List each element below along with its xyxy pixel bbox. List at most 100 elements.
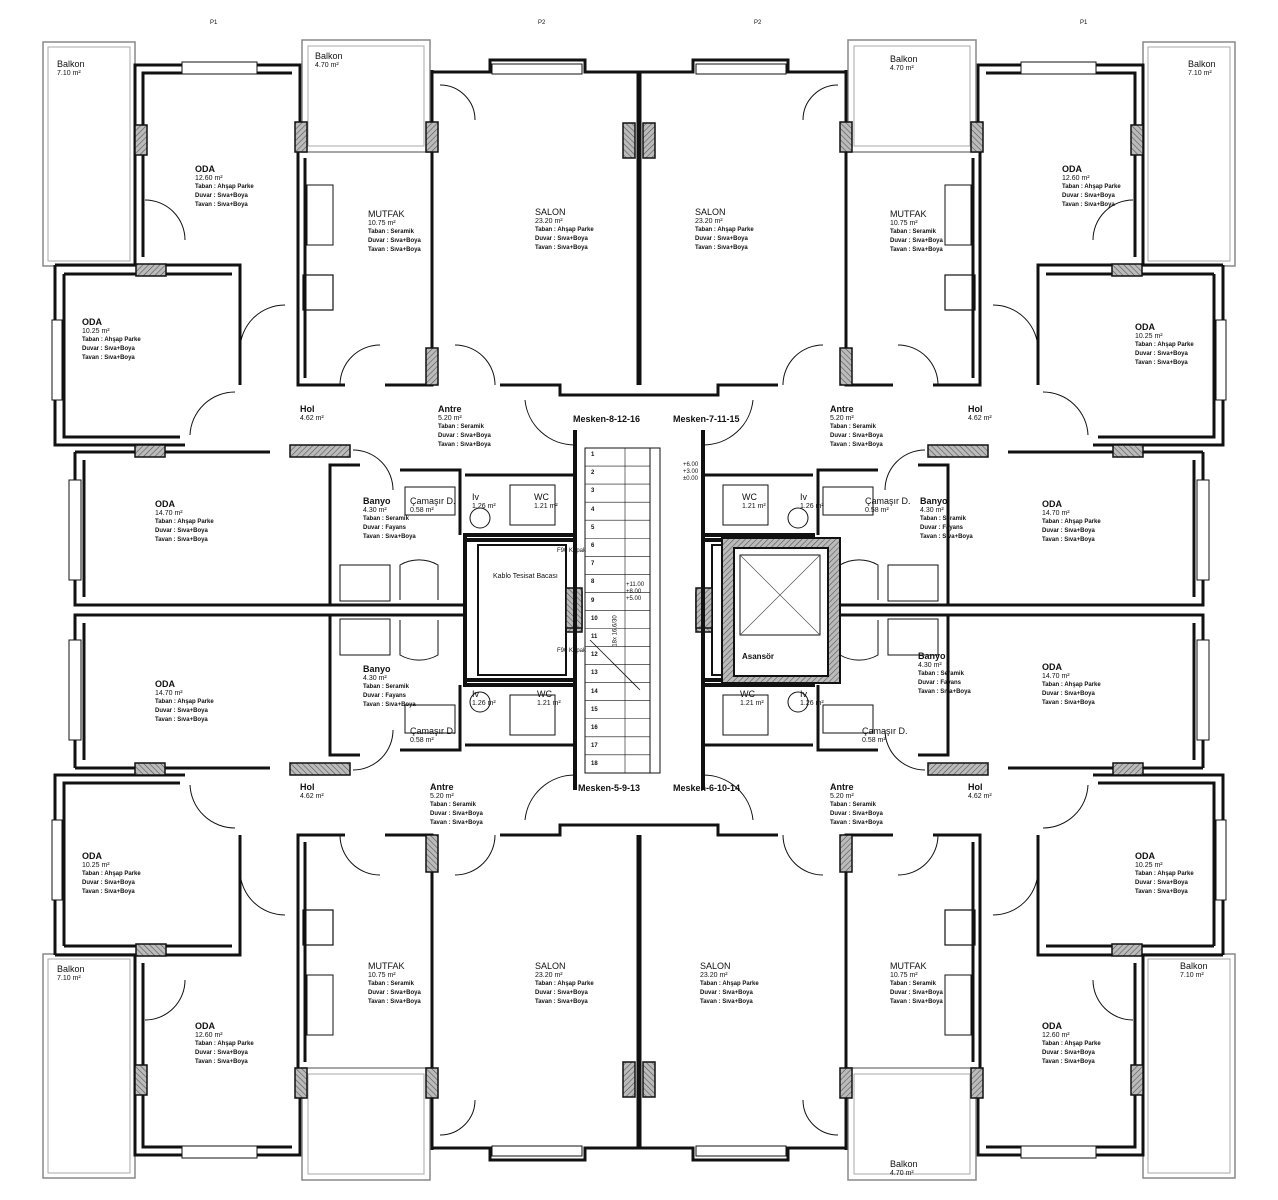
room-name: Banyo: [363, 664, 391, 674]
room-area: 14.70 m²: [1042, 673, 1070, 680]
room-finish: Tavan : Sıva+Boya: [195, 202, 248, 208]
room-area: 12.60 m²: [1062, 175, 1090, 182]
stair-step-number: 3: [591, 488, 595, 495]
room-name: Balkon: [1188, 59, 1216, 69]
room-name: Çamaşır D.: [865, 496, 911, 506]
stair-step-number: 7: [591, 561, 595, 568]
room-area: 5.20 m²: [430, 793, 454, 800]
room-finish: Taban : Seramik: [363, 684, 409, 690]
stair-step-number: 8: [591, 579, 595, 586]
room-finish: Taban : Ahşap Parke: [195, 1041, 254, 1047]
room-finish: Duvar : Sıva+Boya: [535, 236, 588, 242]
room-finish: Tavan : Sıva+Boya: [700, 999, 753, 1005]
room-area: 23.20 m²: [700, 972, 728, 979]
quadrant-bottom-left: [41, 428, 657, 1182]
room-finish: Duvar : Sıva+Boya: [368, 238, 421, 244]
room-area: 4.70 m²: [890, 1170, 914, 1177]
room-name: Çamaşır D.: [862, 726, 908, 736]
room-name: Banyo: [363, 496, 391, 506]
room-area: 14.70 m²: [155, 510, 183, 517]
room-finish: Tavan : Sıva+Boya: [535, 245, 588, 251]
room-label: Çamaşır D.0.58 m²: [865, 497, 911, 515]
stair-step-number: 13: [591, 670, 598, 677]
room-finish: Taban : Seramik: [430, 802, 476, 808]
room-finish: Duvar : Sıva+Boya: [700, 990, 753, 996]
room-finish: Tavan : Sıva+Boya: [195, 1059, 248, 1065]
room-finish: Taban : Ahşap Parke: [1135, 342, 1194, 348]
room-finish: Taban : Ahşap Parke: [1042, 519, 1101, 525]
unit-label: Mesken-6-10-14: [673, 783, 741, 793]
hatch-label: F90 Kapak: [557, 548, 587, 554]
room-finish: Tavan : Sıva+Boya: [155, 717, 208, 723]
room-name: Çamaşır D.: [410, 496, 456, 506]
room-finish: Taban : Ahşap Parke: [82, 871, 141, 877]
room-area: 4.30 m²: [918, 662, 942, 669]
quadrant-bottom-right: [621, 428, 1237, 1182]
room-finish: Tavan : Sıva+Boya: [1062, 202, 1115, 208]
room-name: Banyo: [918, 651, 946, 661]
level-mark: +8.00: [626, 589, 642, 595]
room-name: MUTFAK: [890, 209, 927, 219]
room-finish: Tavan : Sıva+Boya: [1042, 1059, 1095, 1065]
room-finish: Taban : Seramik: [830, 802, 876, 808]
room-area: 23.20 m²: [535, 972, 563, 979]
stair-step-number: 6: [591, 543, 595, 549]
room-area: 10.75 m²: [890, 972, 918, 979]
room-finish: Tavan : Sıva+Boya: [920, 534, 973, 540]
room-finish: Duvar : Sıva+Boya: [1135, 351, 1188, 357]
room-area: 7.10 m²: [57, 975, 81, 982]
room-finish: Taban : Ahşap Parke: [535, 227, 594, 233]
room-finish: Taban : Seramik: [920, 516, 966, 522]
elevator-shaft: [721, 537, 841, 684]
room-finish: Duvar : Sıva+Boya: [1042, 528, 1095, 534]
room-finish: Duvar : Fayans: [920, 525, 964, 531]
room-area: 4.30 m²: [363, 507, 387, 514]
room-name: Iv: [472, 689, 480, 699]
room-area: 1.21 m²: [742, 503, 766, 510]
room-finish: Taban : Seramik: [890, 229, 936, 235]
room-finish: Taban : Ahşap Parke: [535, 981, 594, 987]
room-finish: Taban : Seramik: [918, 671, 964, 677]
room-finish: Tavan : Sıva+Boya: [890, 247, 943, 253]
room-area: 10.75 m²: [368, 972, 396, 979]
room-name: ODA: [1135, 851, 1155, 861]
stair-step-number: 12: [591, 652, 598, 659]
room-area: 4.62 m²: [300, 793, 324, 800]
quadrant-top-left: [41, 38, 657, 792]
room-finish: Tavan : Sıva+Boya: [1042, 700, 1095, 706]
room-name: Hol: [968, 782, 983, 792]
room-name: ODA: [82, 851, 102, 861]
room-area: 5.20 m²: [830, 793, 854, 800]
room-finish: Taban : Ahşap Parke: [195, 184, 254, 190]
room-finish: Duvar : Sıva+Boya: [195, 193, 248, 199]
room-name: WC: [534, 492, 549, 502]
room-finish: Duvar : Sıva+Boya: [438, 433, 491, 439]
room-area: 4.70 m²: [315, 62, 339, 69]
room-name: Banyo: [920, 496, 948, 506]
room-finish: Duvar : Sıva+Boya: [890, 990, 943, 996]
section-mark: P2: [538, 20, 546, 26]
section-mark: P1: [1080, 20, 1088, 26]
section-mark: P1: [210, 20, 218, 26]
stair-step-number: 11: [591, 634, 598, 640]
room-finish: Duvar : Sıva+Boya: [155, 708, 208, 714]
room-area: 12.60 m²: [195, 175, 223, 182]
room-name: Antre: [830, 404, 854, 414]
room-area: 0.58 m²: [865, 507, 889, 514]
room-area: 4.70 m²: [890, 65, 914, 72]
unit-label: Mesken-5-9-13: [578, 783, 641, 793]
